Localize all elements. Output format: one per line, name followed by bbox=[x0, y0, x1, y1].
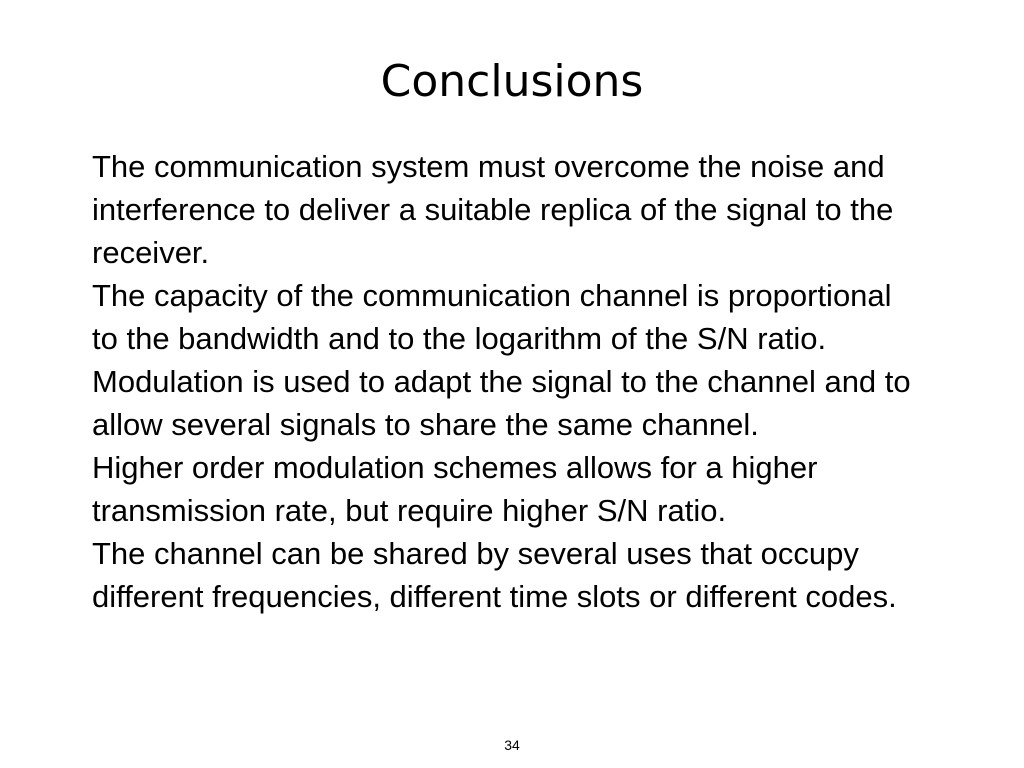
conclusion-paragraph-capacity: The capacity of the communication channe… bbox=[92, 278, 892, 356]
conclusion-paragraph-modulation: Modulation is used to adapt the signal t… bbox=[92, 364, 911, 442]
conclusions-list: The communication system must overcome t… bbox=[92, 145, 922, 618]
slide-title: Conclusions bbox=[380, 56, 644, 107]
conclusion-paragraph-channel-sharing: The channel can be shared by several use… bbox=[92, 536, 897, 614]
page-number: 34 bbox=[504, 737, 520, 753]
conclusion-paragraph-higher-order: Higher order modulation schemes allows f… bbox=[92, 450, 818, 528]
conclusion-paragraph-noise: The communication system must overcome t… bbox=[92, 149, 894, 270]
